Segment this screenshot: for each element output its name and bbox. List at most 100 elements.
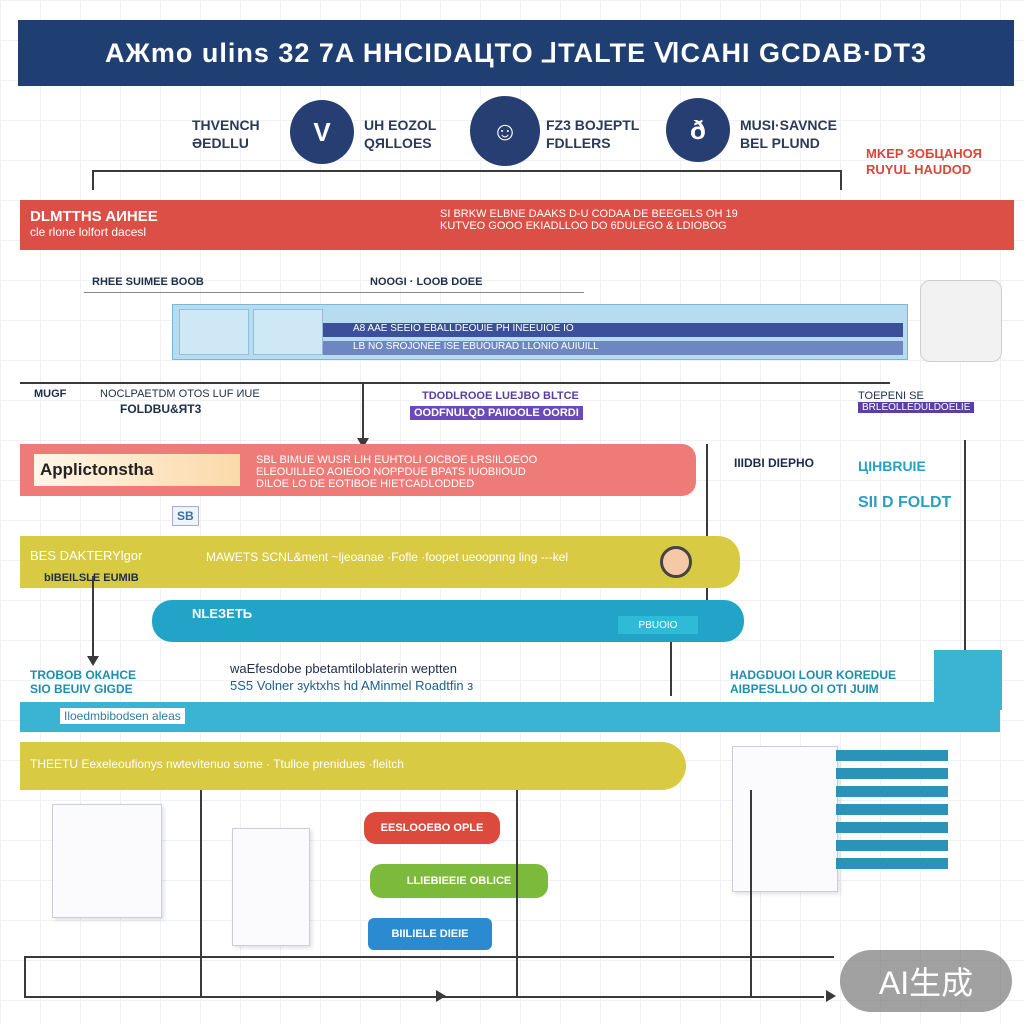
left-note-t2: SIO BEUIV GIGDE — [30, 682, 133, 696]
cyan-band-1: NLЕЗЕТЬ PBUOIO — [152, 600, 744, 642]
node-2-label: UH EOZOL QЯLLOES — [364, 116, 460, 152]
pill-blue: BIILIELE DIEIE — [368, 918, 492, 950]
document-illustration-2-icon — [232, 828, 310, 946]
arrow-down-left-icon — [87, 656, 99, 666]
cyan-block-right — [934, 650, 1002, 710]
node-1-label: THVENCH ƏEDLLU — [192, 116, 280, 152]
connector-line-mid — [20, 382, 890, 384]
mid-label-c1: TOEPENI SE — [858, 390, 924, 402]
blue-row-thumb-1-icon — [179, 309, 249, 355]
connector-down-1 — [362, 384, 364, 440]
blue-row: A8 AAE SEEIO EBALLDEOUIE PH INEEUIOE IO … — [172, 304, 908, 360]
blue-row-text2: LB NO SROJONEE ISE EBUOURAD LLONIO AUIUI… — [323, 341, 903, 355]
connector-bottom-lower — [24, 996, 824, 998]
pill-green: LLIEBIEEIE OBLICE — [370, 864, 548, 898]
table-bar-6 — [836, 840, 948, 851]
corner-note: MKEP ЗОБЦАНОЯ RUYUL HAUDOD — [866, 146, 982, 178]
side-right-t3: SII D FOLDT — [858, 494, 952, 511]
connector-drop-right — [840, 170, 842, 190]
table-bar-5 — [836, 822, 948, 833]
yellow-band-1: BES DAKTERYlgor MAWETS SCNL&ment ~ljeoan… — [20, 536, 740, 588]
right-note: HADGDUOI LOUR KOREDUE AIBPESLLUO OI OTI … — [730, 668, 896, 696]
yellow-band-2: THEETU Eexeleoufionys nwtevitenuo some ·… — [20, 742, 686, 790]
node-1-glyph: V — [313, 116, 331, 147]
right-note-t1: HADGDUOI LOUR KOREDUE — [730, 668, 897, 682]
document-illustration-3-icon — [732, 746, 838, 892]
node-3-sub: FDLLERS — [546, 135, 611, 151]
application-text1: SBL BIMUE WUSR LIH EUHTOLI OICBOE LRSIIL… — [256, 454, 538, 466]
side-right-t2: ЦIHBRUIE — [858, 458, 926, 474]
mid-label-b1: TDODLROOE LUEJBO BLTCE — [422, 390, 579, 402]
left-note-t1: TROBOB ОКАНCE — [30, 668, 136, 682]
application-band: Applictonstha SBL BIMUE WUSR LIH EUHTOLI… — [20, 444, 696, 496]
diagram-title: AЖmo ulins 32 7A HHCIDAЦTO ⅃TALTE ⅥCAHI … — [104, 37, 928, 68]
mid-label-c2: BRLEOLLEDULDOELIE — [858, 402, 975, 413]
application-text: SBL BIMUE WUSR LIH EUHTOLI OICBOE LRSIIL… — [256, 454, 537, 490]
node-3-title: FZ3 BOJEPTL — [546, 117, 640, 133]
node-4-title: MUSI·SAVNCE — [740, 117, 837, 133]
mid-label-a3: FOLDBU&ЯT3 — [120, 402, 202, 416]
connector-bottom-2 — [516, 790, 518, 996]
red-band: DLMTTHS AИHEE cle rlone lolfort dacesl S… — [20, 200, 1014, 250]
node-2-glyph: ☺ — [491, 115, 519, 146]
cyan-band-2-label: Iloedmbibodsen aleas — [60, 708, 185, 724]
node-4-label: MUSI·SAVNCE BEL PLUND — [740, 116, 860, 152]
magnifier-icon — [660, 546, 692, 578]
connector-drop-left — [92, 170, 94, 190]
left-note: TROBOB ОКАНCE SIO BEUIV GIGDE — [30, 668, 136, 696]
ai-generated-watermark: AI生成 — [840, 950, 1012, 1012]
mid-label-a2: NOCLPAETDM OTOS LUF ИUE — [100, 388, 260, 400]
connector-bottom-upper — [24, 956, 834, 958]
document-illustration-1-icon — [52, 804, 162, 918]
red-band-title: DLMTTHS AИHEE — [30, 208, 158, 225]
connector-bottom-1 — [200, 790, 202, 996]
yellow-band-1-sub: bIBEILSLE EUMIB — [44, 572, 139, 584]
row-label-right: NOOGI · LOOB DOEE — [370, 276, 483, 288]
red-band-text2: KUTVEO GOOO EKIADLLOO DO 6DULEGO & LDIOB… — [440, 220, 727, 232]
node-1-circle-icon: V — [290, 100, 354, 164]
table-bar-2 — [836, 768, 948, 779]
red-band-right: SI BRKW ELBNE DAAKS D-U CODAA DE BEEGELS… — [440, 208, 738, 232]
yellow-band-1-text: MAWETS SCNL&ment ~ljeoanae ·Fofle ·foope… — [206, 550, 569, 564]
corner-note-line2: RUYUL HAUDOD — [866, 162, 972, 177]
side-right-t1: IIIDBI DIEPHO — [734, 456, 815, 470]
red-band-sub: cle rlone lolfort dacesl — [30, 225, 147, 239]
diagram-title-bar: AЖmo ulins 32 7A HHCIDAЦTO ⅃TALTE ⅥCAHI … — [18, 20, 1014, 86]
arrow-right-2-icon — [826, 990, 836, 1002]
arrow-right-1-icon — [436, 990, 446, 1002]
connector-right-vertical — [964, 440, 966, 650]
corner-note-line1: MKEP ЗОБЦАНОЯ — [866, 146, 982, 161]
application-text3: DILOE LO DE EOTIBOE HIETCADLODDED — [256, 478, 475, 490]
table-illustration — [836, 748, 964, 888]
node-3-label: FZ3 BOJEPTL FDLLERS — [546, 116, 654, 152]
connector-desc-right — [670, 642, 672, 696]
small-tag: SB — [172, 506, 199, 526]
connector-line-top — [92, 170, 842, 172]
blue-row-thumb-2-icon — [253, 309, 323, 355]
yellow-band-2-text: THEETU Eexeleoufionys nwtevitenuo some ·… — [30, 757, 404, 771]
cyan-band-1-right: PBUOIO — [618, 616, 698, 634]
pill-red: EESLOOEBO OPLE — [364, 812, 500, 844]
row-label-rule — [84, 292, 584, 293]
row-label-left: RHEE SUIMEE BOOB — [92, 276, 204, 288]
node-1-title: THVENCH — [192, 117, 260, 133]
red-band-text1: SI BRKW ELBNE DAAKS D-U CODAA DE BEEGELS… — [440, 208, 738, 220]
connector-bottom-left — [24, 956, 26, 998]
connector-bottom-3 — [750, 790, 752, 996]
node-1-sub: ƏEDLLU — [192, 135, 249, 151]
watermark-text: AI生成 — [878, 965, 974, 1001]
node-2-circle-icon: ☺ — [470, 96, 540, 166]
node-2-sub: QЯLLOES — [364, 135, 432, 151]
node-3-glyph: ð — [690, 114, 706, 145]
table-bar-1 — [836, 750, 948, 761]
cyan-band-2: Iloedmbibodsen aleas — [20, 702, 1000, 732]
mid-label-b2: OODFNULQD PAIIOOLE OORDI — [410, 406, 583, 420]
right-note-t2: AIBPESLLUO OI OTI JUIM — [730, 682, 879, 696]
description-line2: 5Ѕ5 Volner ɜyktxhs hd AMinmel Roadtfin з — [230, 678, 474, 693]
table-bar-7 — [836, 858, 948, 869]
avatar-icon — [920, 280, 1002, 362]
connector-mid-vertical — [706, 444, 708, 600]
red-band-left: DLMTTHS AИHEE cle rlone lolfort dacesl — [30, 208, 158, 239]
cyan-band-1-label: NLЕЗЕТЬ — [192, 606, 253, 621]
node-2-title: UH EOZOL — [364, 117, 437, 133]
